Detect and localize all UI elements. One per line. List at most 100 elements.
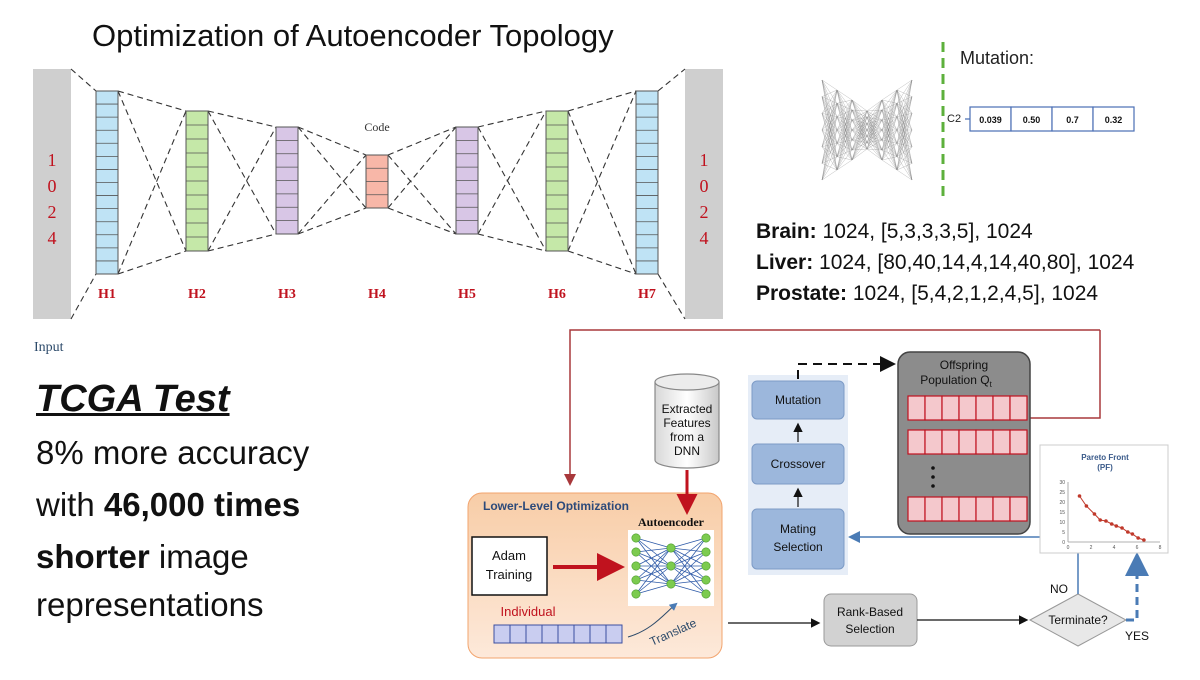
mini-net-edge [821,143,838,181]
mini-net-edge [881,99,898,117]
hidden-layer-2 [185,110,209,252]
mini-net-edge [851,129,868,161]
mini-net-edge [851,123,868,151]
mini-net-edge [896,113,913,171]
mini-net-edge [836,109,853,157]
connection-line [70,68,97,92]
database-line-4: DNN [674,444,700,458]
mini-net-edge [821,103,838,164]
net-node [701,533,711,543]
mini-net-edge [881,116,898,141]
mini-net-edge [836,139,853,144]
offspring-chromosome [907,429,1028,455]
net-edge [670,537,707,549]
mini-net-edge [881,103,898,121]
gene-value: 0.50 [1023,115,1041,125]
mini-net-edge [851,129,868,151]
pareto-y-tick: 5 [1062,530,1065,536]
mini-net-edge [851,148,868,161]
adam-line-2: Training [486,567,532,582]
net-edge [670,547,707,567]
mini-net-edge [866,109,883,143]
tcga-line-4: representations [36,586,264,623]
gene-value: 0.039 [979,115,1002,125]
mini-net-edge [896,96,913,171]
mini-net-edge [821,79,838,91]
mini-net-edge [896,146,913,171]
layer-label-h4: H4 [368,287,386,302]
mini-net-edge [866,109,883,137]
output-size-digits: 1024 [700,150,709,248]
connection-line [117,90,187,252]
mini-net-edge [851,109,868,112]
net-edge [670,537,707,567]
layer-label-h7: H7 [638,287,656,302]
mini-net-edge [851,139,868,150]
gene-cell [1051,106,1094,132]
net-edge [635,565,672,595]
mini-net-edge [836,139,853,171]
mini-net-edge [836,99,853,104]
mini-net-edge [866,117,883,141]
output-size-digit: 0 [700,176,709,196]
offspring-gene [924,496,943,522]
terminate-label: Terminate? [1048,613,1108,627]
spec-brain: Brain: 1024, [5,3,3,3,5], 1024 [756,220,1033,243]
hidden-layer-6 [545,110,569,252]
mini-net-edge [866,117,883,151]
mini-net-edge [821,143,838,147]
feedback-line-right [1030,330,1101,419]
autoencoder-network-icon [631,533,711,599]
offspring-gene [924,395,943,421]
individual-gene [509,624,527,644]
lower-level-title: Lower-Level Optimization [483,499,629,513]
mini-net-edge [836,103,853,131]
net-edge [670,565,707,581]
mini-net-edge [881,89,898,141]
mini-net-edge [866,109,883,150]
pareto-point [1077,494,1082,498]
database-cylinder-top [654,373,720,391]
crossover-box-label: Crossover [771,457,826,471]
offspring-gene [1009,395,1028,421]
mini-network-icon [821,79,913,181]
mini-net-edge [821,89,838,147]
ellipsis-dot [931,484,935,488]
mini-net-edge [896,79,913,171]
mini-net-edge [866,123,883,151]
mini-net-edge [821,89,838,131]
no-label: NO [1050,582,1068,596]
net-node [701,561,711,571]
crossover-box [751,443,845,485]
net-node [631,561,641,571]
hidden-layer-4 [365,154,389,209]
mini-net-edge [881,89,898,131]
offspring-chromosome [907,496,1028,522]
mini-net-edge [821,89,838,164]
net-edge [635,547,672,567]
mutation-title: Mutation: [960,48,1034,68]
mini-net-edge [851,109,868,143]
mutation-box [751,380,845,420]
output-bar [685,69,723,319]
mini-net-edge [851,109,868,137]
mini-net-edge [866,129,883,150]
mating-line-2: Selection [773,540,822,554]
mini-net-edge [836,129,853,171]
yes-arrow [1125,552,1149,622]
mini-net-edge [851,119,868,150]
mini-net-edge [836,149,853,157]
mini-net-edge [881,89,898,101]
mini-net-edge [896,79,913,91]
mini-net-edge [821,129,838,147]
mini-net-edge [821,129,838,144]
net-edge [670,547,707,595]
layer-label-h6: H6 [548,287,566,302]
mini-net-edge [836,119,853,144]
mini-net-edge [866,119,883,143]
mini-net-edge [836,99,853,131]
autoencoder-label: Autoencoder [638,515,705,529]
mini-net-edge [851,142,868,151]
